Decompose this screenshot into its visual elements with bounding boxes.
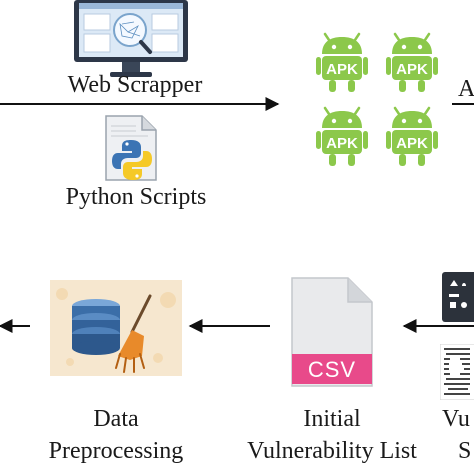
apk-text-2: APK (396, 61, 428, 78)
data-preprocessing-label-line2: Preprocessing (48, 438, 184, 464)
apk-cluster: APK APK APK APK (312, 32, 442, 170)
data-preprocessing-label-line1: Data (93, 406, 139, 432)
python-file-icon (102, 114, 160, 182)
csv-badge-text: CSV (307, 357, 357, 382)
apk-text-1: APK (326, 61, 358, 78)
right-partial-label-line1: Vu (442, 406, 470, 432)
csv-file-icon (286, 276, 378, 388)
scanner-tool-icon (438, 272, 474, 324)
initial-vulnerability-list-label-line1: Initial (303, 406, 361, 432)
right-partial-label-line2: S (458, 438, 472, 464)
monitor-network-icon (70, 0, 192, 80)
ascii-art-icon (440, 344, 474, 400)
python-scripts-label: Python Scripts (65, 184, 207, 210)
apk-text-4: APK (396, 135, 428, 152)
web-scrapper-label: Web Scrapper (67, 72, 203, 98)
apk-text-3: APK (326, 135, 358, 152)
apk-right-label-fragment: A (458, 76, 474, 102)
initial-vulnerability-list-label-line2: Vulnerability List (247, 438, 417, 464)
data-cleaning-icon (46, 280, 186, 378)
